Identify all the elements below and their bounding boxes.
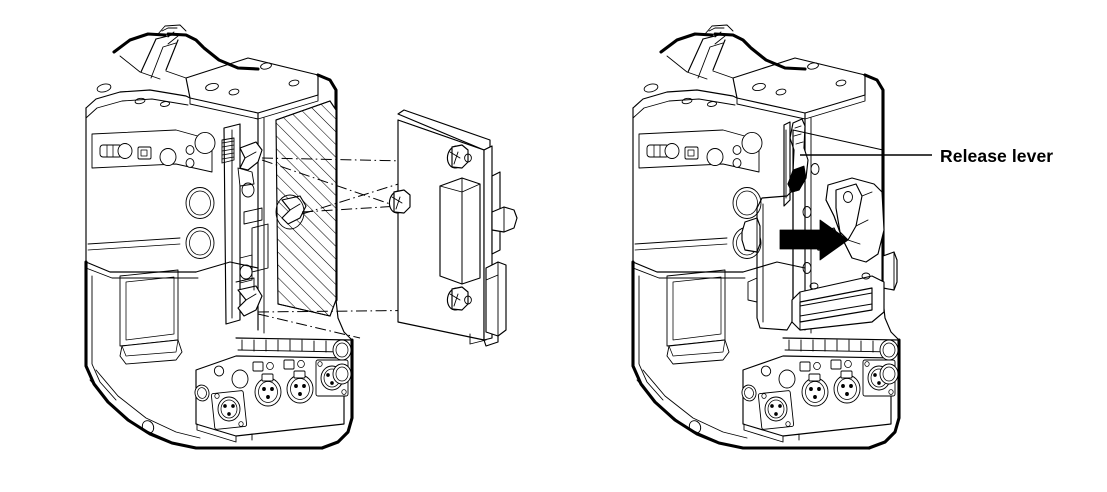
release-lever-callout: Release lever (800, 146, 1053, 166)
xlr-connector (286, 370, 314, 404)
slide-arrow (779, 219, 849, 261)
plate-hole-upper (464, 153, 472, 163)
screw-lower (446, 286, 469, 311)
xlr-connector (254, 373, 282, 407)
xlr-connector-flanged (210, 390, 248, 430)
chain-line-lower-tail (257, 313, 361, 339)
screw-upper (446, 144, 469, 169)
camera-body (631, 73, 901, 450)
xlr-connector-panel-left (141, 337, 353, 443)
right-figure-installed-view: Release lever (631, 24, 1053, 450)
xlr-connector-panel-right (688, 337, 900, 443)
adapter-plate (397, 109, 518, 347)
battery-connector (791, 272, 885, 331)
xlr-connector-flanged (757, 390, 795, 430)
hatched-mount-area (275, 100, 337, 317)
chain-line-middle-cross (301, 165, 457, 215)
chain-line-upper-cross (261, 159, 397, 207)
mount-rail-hooks (221, 123, 307, 325)
camera-body (84, 73, 354, 450)
side-control-panel (87, 129, 216, 365)
screw-middle (388, 189, 411, 214)
release-lever-label: Release lever (940, 146, 1053, 166)
xlr-connector (801, 373, 829, 407)
chain-line-middle (301, 205, 401, 213)
plate-hole-lower (464, 295, 472, 305)
left-figure-exploded-view (84, 24, 518, 450)
xlr-connector (833, 370, 861, 404)
top-handle-bracket (659, 24, 807, 79)
